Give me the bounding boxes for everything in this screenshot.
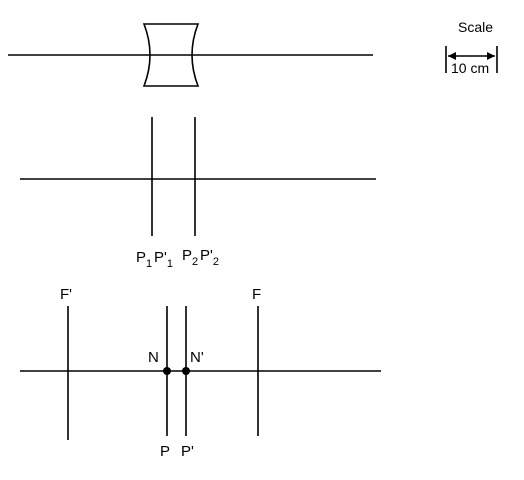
nodal-point-n bbox=[163, 367, 171, 375]
nodal-point-n-prime bbox=[182, 367, 190, 375]
principal-planes-panel: P1 P'1 P2 P'2 bbox=[20, 117, 376, 270]
label-p2-prime: P'2 bbox=[200, 247, 219, 268]
scale-arrow-right-icon bbox=[487, 52, 495, 60]
biconcave-lens bbox=[142, 23, 200, 87]
scale-arrow-left-icon bbox=[448, 52, 456, 60]
lens-panel bbox=[8, 23, 373, 87]
label-n: N bbox=[148, 349, 159, 366]
label-f: F bbox=[252, 286, 261, 303]
label-p1: P1 bbox=[136, 249, 152, 270]
cardinal-points-panel: F' F N N' P P' bbox=[20, 286, 381, 460]
label-p2: P2 bbox=[182, 247, 198, 268]
label-p: P bbox=[160, 443, 170, 460]
scale-bar: Scale 10 cm bbox=[445, 19, 498, 76]
label-f-prime: F' bbox=[60, 286, 72, 303]
scale-length-label: 10 cm bbox=[451, 60, 489, 76]
label-n-prime: N' bbox=[190, 349, 204, 366]
label-p-prime: P' bbox=[181, 443, 194, 460]
label-p1-prime: P'1 bbox=[154, 249, 173, 270]
scale-title: Scale bbox=[458, 19, 493, 35]
